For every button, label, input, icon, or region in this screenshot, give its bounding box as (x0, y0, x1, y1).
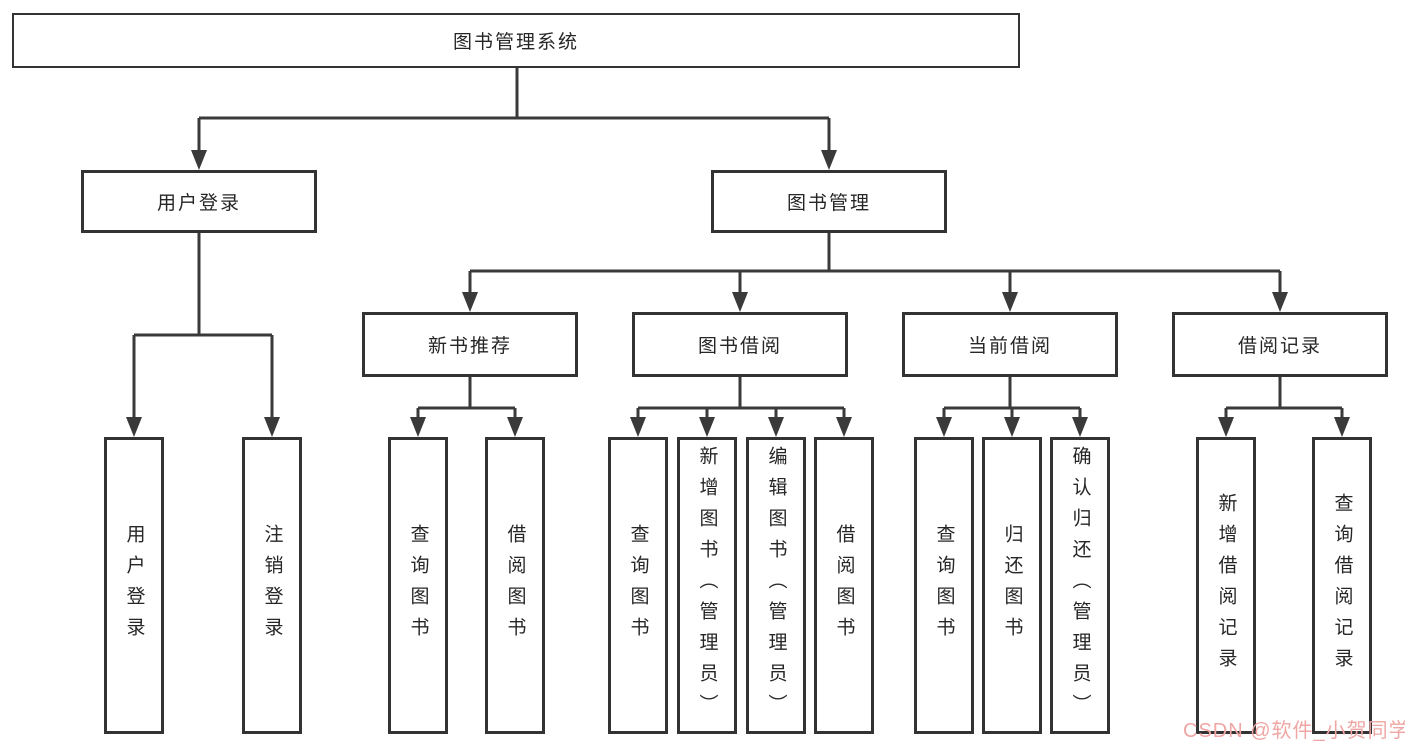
leaf-borrow-books-recommend: 借阅图书 (485, 437, 545, 734)
node-label: 借阅记录 (1237, 336, 1322, 357)
leaf-return-books: 归还图书 (982, 437, 1042, 734)
leaf-query-borrow-record: 查询借阅记录 (1312, 437, 1372, 734)
node-label: 图书管理 (786, 193, 871, 214)
leaf-label: 新增图书（管理员） (696, 446, 718, 725)
node-library-management-system: 图书管理系统 (12, 13, 1020, 68)
node-label: 图书借阅 (697, 336, 782, 357)
leaf-label: 查询图书 (407, 523, 429, 648)
leaf-label: 查询图书 (627, 523, 649, 648)
leaf-edit-books-admin: 编辑图书（管理员） (746, 437, 806, 734)
leaf-query-books-current: 查询图书 (914, 437, 974, 734)
node-label: 用户登录 (156, 193, 241, 214)
leaf-logout: 注销登录 (242, 437, 302, 734)
csdn-watermark: CSDN @软件_小贺同学 (1183, 720, 1405, 742)
leaf-label: 编辑图书（管理员） (765, 446, 787, 725)
leaf-add-borrow-record: 新增借阅记录 (1196, 437, 1256, 734)
leaf-label: 新增借阅记录 (1215, 492, 1237, 679)
node-user-login-branch: 用户登录 (81, 170, 317, 233)
leaf-label: 用户登录 (123, 523, 145, 648)
node-current-borrowing: 当前借阅 (902, 312, 1118, 377)
leaf-label: 借阅图书 (504, 523, 526, 648)
leaf-borrow-books: 借阅图书 (814, 437, 874, 734)
leaf-label: 借阅图书 (833, 523, 855, 648)
node-new-book-recommendation: 新书推荐 (362, 312, 578, 377)
node-label: 新书推荐 (427, 336, 512, 357)
leaf-label: 查询借阅记录 (1331, 492, 1353, 679)
leaf-query-books-recommend: 查询图书 (388, 437, 448, 734)
leaf-label: 注销登录 (261, 523, 283, 648)
leaf-label: 查询图书 (933, 523, 955, 648)
leaf-label: 归还图书 (1001, 523, 1023, 648)
leaf-add-books-admin: 新增图书（管理员） (677, 437, 737, 734)
node-borrowing-records: 借阅记录 (1172, 312, 1388, 377)
node-label: 当前借阅 (967, 336, 1052, 357)
leaf-confirm-return-admin: 确认归还（管理员） (1050, 437, 1110, 734)
leaf-user-login: 用户登录 (104, 437, 164, 734)
node-book-borrowing: 图书借阅 (632, 312, 848, 377)
node-book-management-branch: 图书管理 (711, 170, 947, 233)
node-label: 图书管理系统 (452, 32, 579, 53)
leaf-query-books-borrow: 查询图书 (608, 437, 668, 734)
leaf-label: 确认归还（管理员） (1069, 446, 1091, 725)
